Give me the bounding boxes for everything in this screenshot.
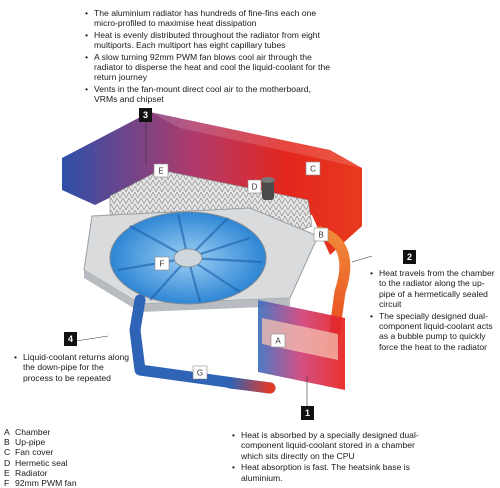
svg-text:B: B <box>318 231 323 240</box>
note-item: Liquid-coolant returns along the down-pi… <box>14 352 134 383</box>
callout-badge-1: 1 <box>301 406 314 420</box>
note-item: The aluminium radiator has hundreds of f… <box>85 8 335 29</box>
svg-text:F: F <box>160 260 165 269</box>
chamber <box>258 300 345 390</box>
radiator-notes: The aluminium radiator has hundreds of f… <box>85 8 335 106</box>
part-label-d: D <box>247 179 262 194</box>
part-label-f: F <box>154 256 170 271</box>
callout-badge-2: 2 <box>403 250 416 264</box>
note-item: Heat absorption is fast. The heatsink ba… <box>232 462 432 483</box>
callout-badge-4: 4 <box>64 332 77 346</box>
note-item: The specially designed dual-component li… <box>370 311 495 353</box>
up-pipe-notes: Heat travels from the chamber to the rad… <box>370 268 495 353</box>
part-label-e: E <box>153 163 169 178</box>
note-item: Vents in the fan-mount direct cool air t… <box>85 84 335 105</box>
part-label-b: B <box>313 227 329 242</box>
svg-text:E: E <box>158 167 163 176</box>
callout-badge-3: 3 <box>139 108 152 122</box>
note-item: Heat is evenly distributed throughout th… <box>85 30 335 51</box>
svg-text:D: D <box>252 183 258 192</box>
svg-text:G: G <box>197 369 203 378</box>
note-item: A slow turning 92mm PWM fan blows cool a… <box>85 52 335 83</box>
hermetic-seal <box>261 177 275 200</box>
fan-92mm <box>109 211 267 305</box>
part-label-c: C <box>305 161 321 176</box>
chamber-notes: Heat is absorbed by a specially designed… <box>232 430 432 484</box>
svg-text:A: A <box>275 337 281 346</box>
down-pipe-notes: Liquid-coolant returns along the down-pi… <box>14 352 134 384</box>
part-label-g: G <box>192 365 208 380</box>
note-item: Heat is absorbed by a specially designed… <box>232 430 432 461</box>
svg-text:C: C <box>310 165 316 174</box>
part-label-a: A <box>270 333 286 348</box>
note-item: Heat travels from the chamber to the rad… <box>370 268 495 310</box>
